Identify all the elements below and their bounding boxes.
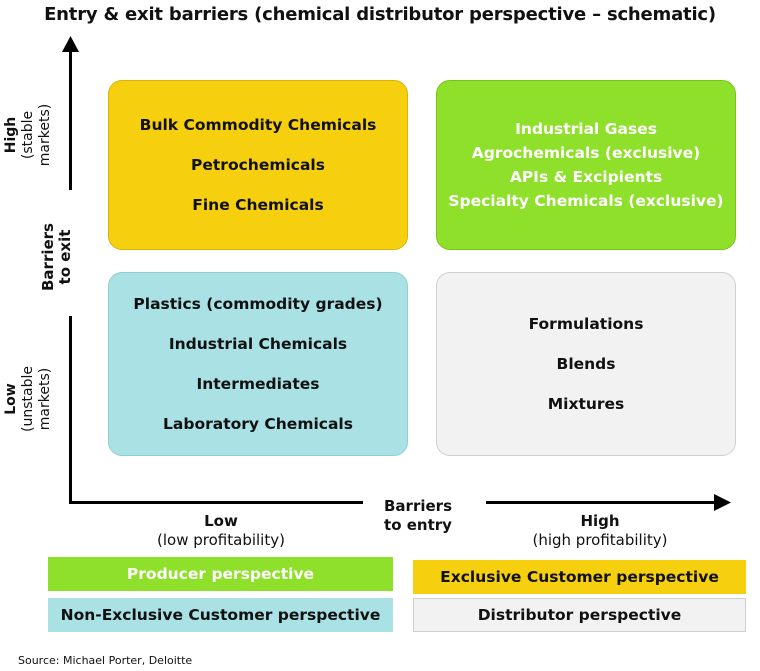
x-axis-line-left (69, 501, 363, 504)
quadrant-item: Petrochemicals (191, 156, 325, 174)
quadrant-item: Laboratory Chemicals (163, 415, 353, 433)
y-axis-arrowhead (62, 36, 79, 52)
quadrant-item: Plastics (commodity grades) (133, 295, 383, 313)
legend-distributor: Distributor perspective (413, 598, 746, 632)
quadrant-item: Formulations (528, 315, 644, 333)
y-axis-line-upper (69, 48, 72, 190)
source-note: Source: Michael Porter, Deloitte (18, 654, 193, 667)
legend-non-exclusive-customer: Non-Exclusive Customer perspective (48, 598, 393, 632)
quadrant-bottom-left: Plastics (commodity grades) Industrial C… (108, 272, 408, 456)
quadrant-item: Specialty Chemicals (exclusive) (448, 192, 724, 210)
quadrant-item: Bulk Commodity Chemicals (139, 116, 377, 134)
quadrant-top-left: Bulk Commodity Chemicals Petrochemicals … (108, 80, 408, 250)
legend-exclusive-customer: Exclusive Customer perspective (413, 560, 746, 594)
x-axis-label: Barriers to entry (384, 497, 452, 534)
quadrant-item: Mixtures (547, 395, 625, 413)
quadrant-item: Intermediates (196, 375, 320, 393)
quadrant-bottom-right: Formulations Blends Mixtures (436, 272, 736, 456)
y-axis-low-label: Low (unstable markets) (3, 366, 53, 432)
quadrant-item: Blends (556, 355, 616, 373)
page-title: Entry & exit barriers (chemical distribu… (44, 4, 716, 25)
x-axis-high-label: High (high profitability) (532, 512, 668, 549)
y-axis-line-lower (69, 316, 72, 504)
quadrant-top-right: Industrial Gases Agrochemicals (exclusiv… (436, 80, 736, 250)
quadrant-item: APIs & Excipients (509, 168, 663, 186)
x-axis-low-label: Low (low profitability) (157, 512, 285, 549)
y-axis-label: Barriers to exit (39, 223, 74, 291)
x-axis-arrowhead (714, 494, 731, 511)
legend-producer: Producer perspective (48, 557, 393, 591)
quadrant-item: Agrochemicals (exclusive) (471, 144, 701, 162)
quadrant-item: Industrial Chemicals (168, 335, 348, 353)
y-axis-high-label: High (stable markets) (3, 103, 53, 167)
x-axis-line-right (486, 501, 718, 504)
quadrant-item: Industrial Gases (515, 120, 657, 138)
quadrant-item: Fine Chemicals (192, 196, 324, 214)
